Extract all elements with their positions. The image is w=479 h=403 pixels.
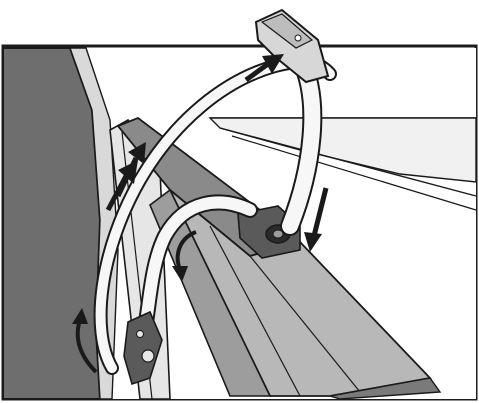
left-panel xyxy=(3,48,100,399)
